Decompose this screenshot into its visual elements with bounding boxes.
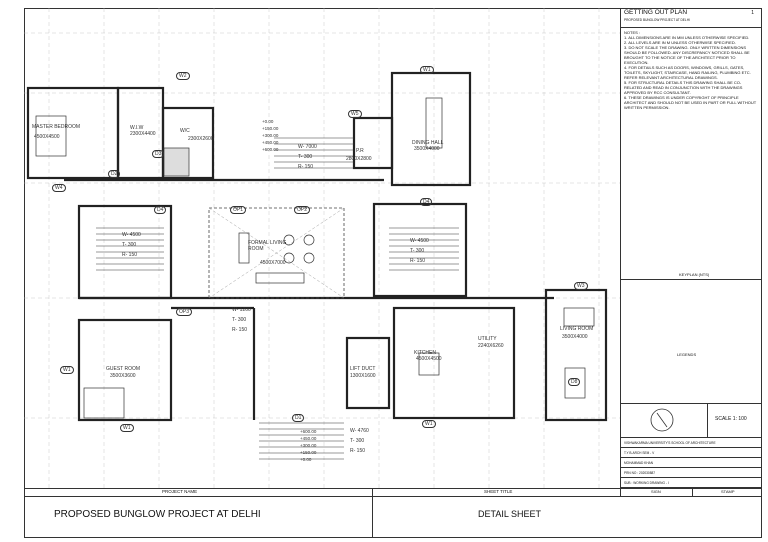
- room-utility-size: 2240X6260: [478, 343, 504, 349]
- room-wiw-size: 2300X4400: [130, 131, 156, 137]
- room-pr-size: 2800X2800: [346, 156, 372, 162]
- tag-d1: D1: [292, 414, 305, 422]
- project-name-label: PROJECT NAME: [162, 489, 198, 494]
- room-wiw-name: W.I.W: [130, 125, 144, 131]
- room-master-bedroom-name: MASTER BEDROOM: [32, 124, 81, 130]
- floor-plan: [24, 8, 620, 488]
- project-name: PROPOSED BUNGLOW PROJECT AT DELHI: [54, 509, 261, 520]
- legends-section: LEGENDS: [621, 280, 762, 404]
- sheet-title: GETTING OUT PLAN: [624, 9, 688, 16]
- room-lift-name: LIFT DUCT: [350, 366, 376, 372]
- room-pr-name: P.R: [356, 148, 364, 154]
- sheet-title-label: SHEET TITLE: [484, 489, 513, 494]
- room-living-size: 3500X4000: [562, 334, 588, 340]
- tag-w2: W2: [176, 72, 190, 80]
- title-block: GETTING OUT PLAN PROPOSED BUNGLOW PROJEC…: [620, 8, 762, 496]
- room-kitchen-size: 4500X4500: [416, 356, 442, 362]
- course: T.Y B.ARCH SEM - V: [621, 448, 762, 458]
- sheet-subtitle: PROPOSED BUNGLOW PROJECT AT DELHI: [624, 18, 690, 22]
- room-wc-name: W/C: [180, 128, 190, 134]
- note-1: 1. ALL DIMENSIONS ARE IN MM UNLESS OTHER…: [624, 35, 750, 40]
- scale-section: SCALE 1: 100: [621, 404, 762, 438]
- note-5: 5. FOR STRUCTURAL DETAILS THIS DRAWING S…: [624, 80, 744, 95]
- sheet-border: [24, 8, 762, 538]
- room-master-bedroom-size: 4500X4500: [34, 134, 60, 140]
- tag-op3: OP3: [176, 308, 193, 316]
- room-formal-living-size: 4500X7000: [260, 260, 286, 266]
- furniture: [35, 97, 595, 419]
- sign-stamp-row: SIGN STAMP: [621, 488, 762, 496]
- prn-number: PRN NO : 202030887: [621, 468, 762, 478]
- room-lift-size: 1300X1600: [350, 373, 376, 379]
- subject: SUB : WORKING DRAWING - I: [621, 478, 762, 488]
- tag-d4-right: D4: [420, 198, 433, 206]
- bottom-strip: PROJECT NAME SHEET TITLE PROPOSED BUNGLO…: [24, 488, 762, 538]
- title-block-header: GETTING OUT PLAN PROPOSED BUNGLOW PROJEC…: [621, 8, 762, 28]
- tag-w4: W4: [52, 184, 66, 192]
- notes-heading: NOTES :: [624, 30, 641, 35]
- institution: VISHWAKARMA UNIVERSITY'S SCHOOL OF ARCHI…: [621, 438, 762, 448]
- note-4: 4. FOR DETAILS SUCH AS DOORS, WINDOWS, G…: [624, 65, 752, 80]
- keyplan-label: KEYPLAN (NTS): [679, 272, 710, 277]
- room-wc-size: 2300X2600: [188, 136, 214, 142]
- room-guest-size: 3500X3600: [110, 373, 136, 379]
- note-2: 2. ALL LEVELS ARE IN M UNLESS OTHERWISE …: [624, 40, 736, 45]
- tag-d3: D3: [152, 150, 165, 158]
- room-kitchen-name: KITCHEN: [414, 350, 436, 356]
- scale-text: SCALE 1: 100: [715, 416, 747, 422]
- room-dining-name: DINING HALL: [412, 140, 444, 146]
- grid-lines: [24, 8, 620, 488]
- legends-label: LEGENDS: [677, 352, 697, 357]
- north-arrow-icon: [650, 408, 674, 432]
- note-3: 3. DO NOT SCALE THE DRAWING. ONLY WRITTE…: [624, 45, 751, 65]
- tag-w5: W5: [348, 110, 362, 118]
- room-formal-living-name: FORMAL LIVING ROOM: [248, 240, 287, 252]
- formal-living-outline: [208, 207, 345, 299]
- sign-label: SIGN: [651, 489, 661, 494]
- room-dining-size: 3500X4000: [414, 146, 440, 152]
- tag-op1: OP1: [230, 206, 247, 214]
- room-utility-name: UTILITY: [478, 336, 497, 342]
- room-living-name: LIVING ROOM: [560, 326, 594, 332]
- tag-d2: D2: [108, 170, 121, 178]
- stamp-label: STAMP: [721, 489, 735, 494]
- student-name: MOHAMMAD KHAN: [621, 458, 762, 468]
- tag-w1-bottom: W1: [120, 424, 134, 432]
- tag-w1-left: W1: [60, 366, 74, 374]
- tag-d4-left: D4: [154, 206, 167, 214]
- notes-section: NOTES : 1. ALL DIMENSIONS ARE IN MM UNLE…: [621, 28, 762, 280]
- tag-w1-kitchen: W1: [422, 420, 436, 428]
- level-stack-2: +600.00+450.00+300.00+150.00+0.00: [300, 429, 317, 462]
- detail-sheet-title: DETAIL SHEET: [478, 509, 542, 519]
- tag-d8: D8: [568, 378, 581, 386]
- note-6: 6. THESE DRAWINGS IS UNDER COPYRIGHT OF …: [624, 95, 758, 110]
- room-guest-name: GUEST ROOM: [106, 366, 141, 372]
- sheet-number: 1: [751, 10, 754, 16]
- tag-op2: OP2: [294, 206, 311, 214]
- tag-w1-top: W1: [420, 66, 434, 74]
- level-stack: +0.00+150.00+300.00+450.00+600.00: [262, 119, 279, 152]
- tag-w3: W3: [574, 282, 588, 290]
- stair-treads: [96, 137, 459, 460]
